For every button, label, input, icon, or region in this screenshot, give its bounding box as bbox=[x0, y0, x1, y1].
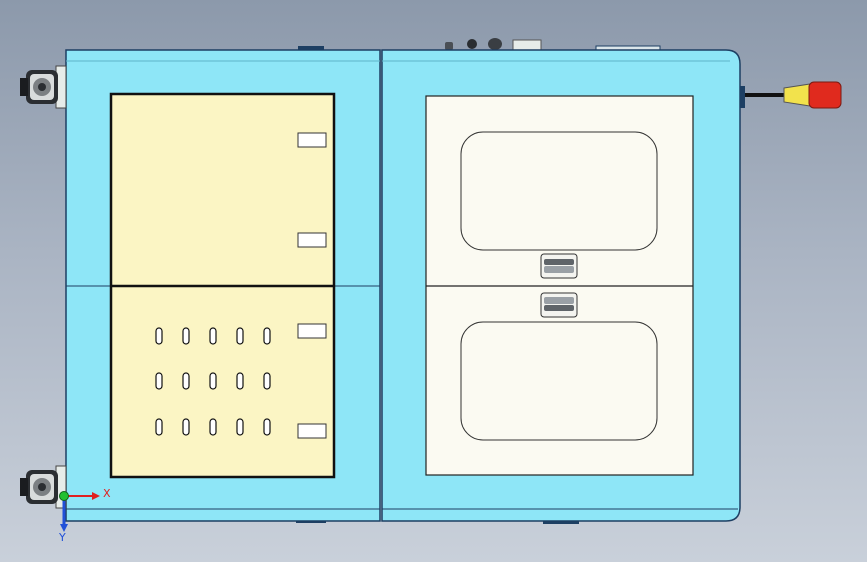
vent-slot bbox=[209, 327, 217, 345]
vent-slot bbox=[236, 418, 244, 436]
handle-grip bbox=[808, 81, 842, 109]
side-handle[interactable] bbox=[740, 81, 842, 109]
latch-upper[interactable] bbox=[540, 253, 578, 279]
connector-1 bbox=[445, 42, 453, 50]
latch-lower[interactable] bbox=[540, 292, 578, 318]
origin-dot bbox=[59, 491, 69, 501]
label-slot bbox=[297, 323, 327, 339]
left-drawer-panel[interactable] bbox=[109, 92, 336, 479]
x-axis-arrow bbox=[92, 492, 100, 500]
vent-slot bbox=[182, 372, 190, 390]
top-connectors bbox=[298, 38, 661, 51]
y-axis-arrow bbox=[60, 524, 68, 532]
caster-wheel-top bbox=[20, 65, 67, 109]
window-lower bbox=[460, 321, 658, 441]
coordinate-triad: X Y bbox=[58, 487, 111, 544]
vent-slot bbox=[155, 418, 163, 436]
label-slot bbox=[297, 423, 327, 439]
vent-slots bbox=[155, 327, 271, 436]
vent-slot bbox=[236, 327, 244, 345]
top-tab-left bbox=[298, 46, 324, 50]
vent-slot bbox=[236, 372, 244, 390]
caster-wheel-bottom bbox=[20, 465, 67, 509]
window-upper bbox=[460, 131, 658, 251]
vent-slot bbox=[209, 418, 217, 436]
handle-mount bbox=[740, 86, 745, 108]
label-slot bbox=[297, 132, 327, 148]
label-slot bbox=[297, 232, 327, 248]
vent-slot bbox=[263, 327, 271, 345]
right-door-panel[interactable] bbox=[425, 95, 694, 476]
x-axis-label: X bbox=[103, 487, 111, 500]
connector-3 bbox=[488, 38, 502, 50]
vent-slot bbox=[155, 372, 163, 390]
handle-collar bbox=[783, 83, 811, 107]
vent-slot bbox=[155, 327, 163, 345]
vent-slot bbox=[209, 372, 217, 390]
vent-slot bbox=[263, 418, 271, 436]
vent-slot bbox=[263, 372, 271, 390]
connector-4 bbox=[512, 39, 542, 51]
connector-2 bbox=[467, 39, 477, 49]
vent-slot bbox=[182, 418, 190, 436]
y-axis-label: Y bbox=[58, 531, 66, 544]
vent-slot bbox=[182, 327, 190, 345]
